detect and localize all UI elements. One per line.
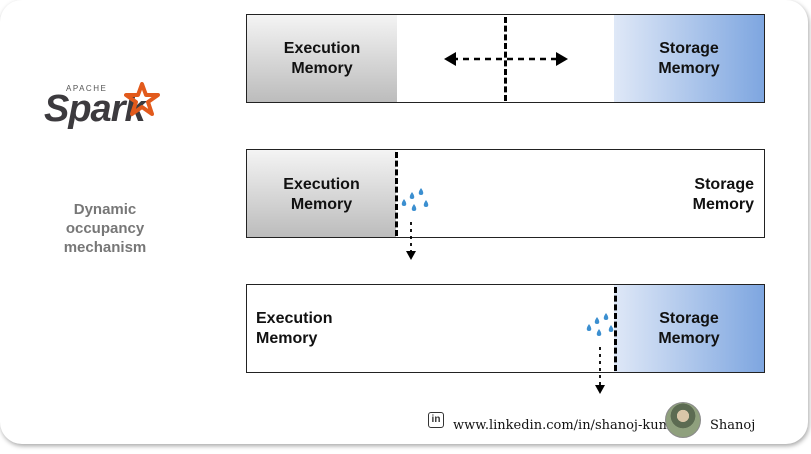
execution-region-1 bbox=[247, 15, 397, 102]
spill-drops-icon bbox=[586, 313, 614, 336]
spark-star-icon bbox=[124, 82, 160, 116]
apache-spark-logo: APACHE Spark bbox=[44, 80, 164, 150]
linkedin-icon[interactable]: in bbox=[428, 412, 444, 428]
down-arrow-icon bbox=[406, 222, 416, 260]
linkedin-url[interactable]: www.linkedin.com/in/shanoj-kumar bbox=[453, 418, 685, 433]
caption-line-2: occupancy bbox=[65, 220, 145, 237]
caption-line-3: mechanism bbox=[63, 239, 147, 256]
spill-drops-icon bbox=[401, 188, 429, 211]
mechanism-caption: Dynamic occupancy mechanism bbox=[40, 200, 170, 257]
double-arrow-icon bbox=[444, 52, 568, 66]
divider-1 bbox=[504, 17, 507, 101]
storage-region-1 bbox=[614, 15, 764, 102]
execution-region-2 bbox=[247, 150, 396, 237]
diagram-card: APACHE Spark Dynamic occupancy mechanism… bbox=[40, 14, 765, 438]
caption-line-1: Dynamic bbox=[73, 201, 137, 218]
divider-3 bbox=[614, 287, 617, 371]
diagram-overlay bbox=[401, 52, 614, 394]
divider-2 bbox=[395, 152, 398, 236]
avatar bbox=[665, 402, 701, 438]
storage-region-3 bbox=[614, 285, 764, 372]
logo-apache-text: APACHE bbox=[66, 84, 108, 93]
author-name: Shanoj bbox=[710, 418, 756, 433]
down-arrow-icon bbox=[595, 347, 605, 394]
